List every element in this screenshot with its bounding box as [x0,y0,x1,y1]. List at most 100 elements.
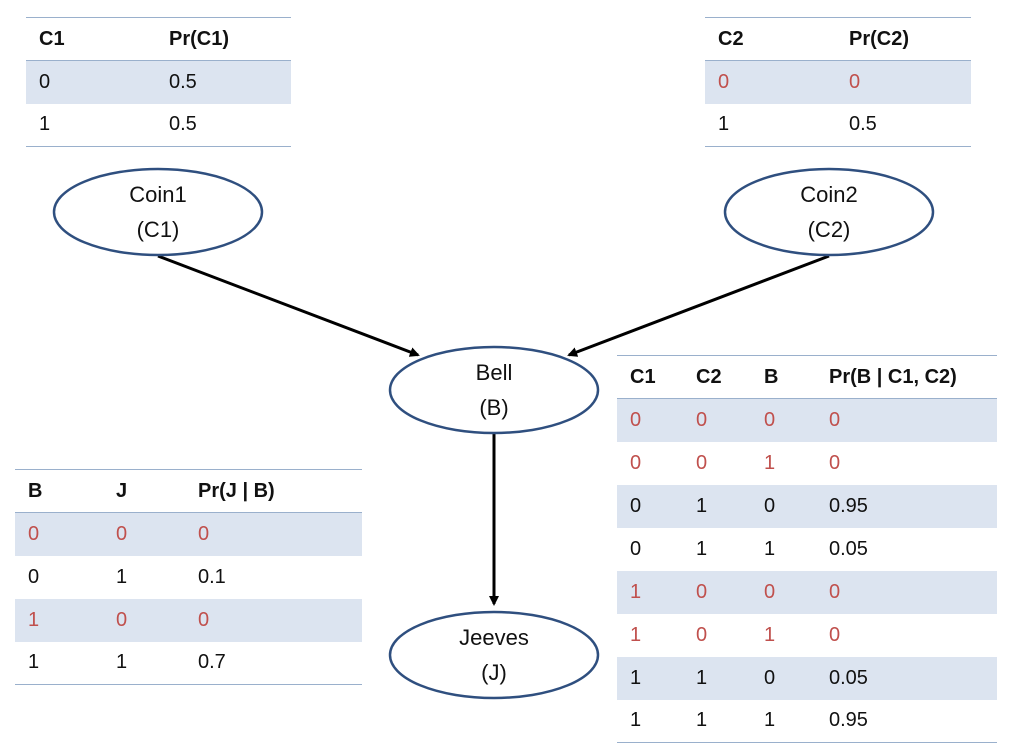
table-cell: 1 [764,537,776,560]
table-header-row: C1 Pr(C1) [26,18,291,61]
table-header-row: B J Pr(J | B) [15,470,362,513]
table-cell: 0.1 [198,565,226,588]
table-row: 1 1 0.7 [15,642,362,685]
table-cell: 0 [829,623,841,646]
table-row: 0 0 [705,60,971,104]
column-header: Pr(C1) [169,27,230,50]
table-cell: 0 [764,494,776,517]
node-coin2-symbol: (C2) [807,217,851,242]
table-cell: 0 [630,451,642,474]
table-cell: 1 [630,580,642,603]
table-cell: 1 [696,666,708,689]
table-cell: 0.5 [169,70,197,93]
table-cell: 0.95 [829,709,868,732]
table-cell: 0 [764,666,776,689]
table-row: 0 0 0 [15,512,362,556]
table-cell: 1 [28,651,40,674]
table-row: 1 0.5 [26,104,291,147]
table-cell: 0 [696,408,708,431]
table-cell: 0 [116,522,128,545]
table-cell: 0.7 [198,651,226,674]
table-cell: 0 [630,408,642,431]
table-cell: 0.95 [829,494,868,517]
node-bell-symbol: (B) [479,395,509,420]
table-row: 1 1 1 0.95 [617,700,997,743]
table-cell: 1 [718,113,730,136]
table-cell: 0.05 [829,666,868,689]
table-cell: 0 [764,408,776,431]
column-header: C1 [630,365,656,388]
table-cell: 1 [696,537,708,560]
table-row: 0 0 1 0 [617,442,997,485]
table-cell: 1 [696,709,708,732]
table-header-row: C2 Pr(C2) [705,18,971,61]
column-header: C2 [718,27,744,50]
node-coin1-symbol: (C1) [136,217,180,242]
table-row: 1 0 1 0 [617,614,997,657]
table-cell: 1 [630,623,642,646]
table-cell: 1 [764,623,776,646]
table-row: 1 0.5 [705,104,971,147]
table-cell: 0 [198,608,210,631]
table-header-row: C1 C2 B Pr(B | C1, C2) [617,356,997,399]
table-cell: 0 [630,537,642,560]
table-cell: 0 [829,451,841,474]
table-row: 1 0 0 [15,598,362,642]
table-cell: 1 [696,494,708,517]
column-header: J [116,479,128,502]
node-bell-label: Bell (B) [394,355,594,425]
table-row: 1 1 0 0.05 [617,656,997,700]
column-header: C1 [39,27,65,50]
table-cell: 0.05 [829,537,868,560]
node-coin2-label: Coin2 (C2) [729,177,929,247]
table-cell: 1 [116,651,128,674]
edge-coin1-to-bell [157,254,420,357]
node-jeeves-symbol: (J) [481,660,507,685]
table-cell: 0 [198,522,210,545]
table-cell: 0 [28,522,40,545]
table-cell: 0 [696,623,708,646]
node-coin2-name: Coin2 [800,182,858,207]
node-jeeves[interactable] [388,610,600,700]
table-cell: 0 [764,580,776,603]
column-header: C2 [696,365,722,388]
column-header: Pr(J | B) [198,479,275,502]
table-cell: 0 [696,451,708,474]
table-cell: 0 [28,565,40,588]
column-header: B [764,365,779,388]
table-cell: 1 [630,666,642,689]
edge-coin2-to-bell [567,254,830,357]
cpt-bell: C1 C2 B Pr(B | C1, C2) 0 0 0 0 0 0 1 0 0… [617,355,997,743]
table-cell: 0.5 [169,113,197,136]
table-cell: 0 [829,580,841,603]
table-cell: 0 [718,70,730,93]
column-header: Pr(C2) [849,27,910,50]
table-cell: 1 [39,113,51,136]
table-cell: 1 [630,709,642,732]
column-header: B [28,479,43,502]
node-bell-name: Bell [475,360,513,385]
table-cell: 0 [849,70,861,93]
cpt-jeeves: B J Pr(J | B) 0 0 0 0 1 0.1 1 0 0 1 1 0.… [15,469,362,685]
table-row: 0 0.5 [26,60,291,104]
table-row: 1 0 0 0 [617,570,997,614]
table-row: 0 0 0 0 [617,398,997,442]
table-cell: 0 [829,408,841,431]
node-coin1[interactable] [52,167,264,257]
node-jeeves-label: Jeeves (J) [394,620,594,690]
node-jeeves-name: Jeeves [459,625,529,650]
table-cell: 0 [630,494,642,517]
cpt-coin2: C2 Pr(C2) 0 0 1 0.5 [705,17,971,147]
table-cell: 1 [116,565,128,588]
table-cell: 0 [39,70,51,93]
table-cell: 1 [28,608,40,631]
table-cell: 0 [696,580,708,603]
node-coin1-name: Coin1 [129,182,187,207]
node-bell[interactable] [388,345,600,435]
table-cell: 0.5 [849,113,877,136]
table-cell: 1 [764,451,776,474]
table-row: 0 1 0.1 [15,556,362,599]
node-coin1-label: Coin1 (C1) [58,177,258,247]
node-coin2[interactable] [723,167,935,257]
